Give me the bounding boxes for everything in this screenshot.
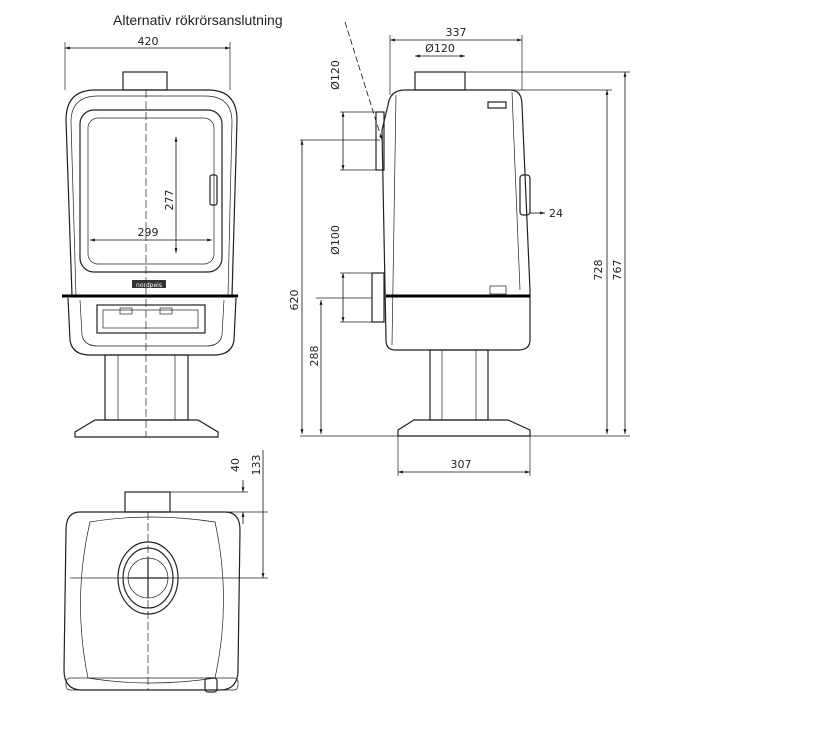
rear-flue-plate: [375, 111, 385, 171]
side-foot: [397, 419, 531, 437]
logo: [132, 280, 166, 288]
pedestal: [104, 354, 189, 421]
air-inlet: [371, 272, 385, 323]
alternative-flue-label: Alternativ rökrörsanslutning: [113, 12, 283, 28]
dim-front-width: 420: [138, 35, 159, 48]
stove-body: [65, 89, 238, 297]
side-body: [381, 89, 531, 351]
dim-door-height: 277: [163, 190, 176, 211]
side-view: 337 Ø120 728 767 620 288 Ø120 Ø100 24 30…: [288, 26, 630, 476]
foot-plate: [74, 419, 219, 438]
dim-air-inlet-diameter: Ø100: [329, 225, 342, 255]
dim-height-body: 728: [592, 260, 605, 281]
door-handle: [209, 174, 218, 206]
dim-foot-depth: 307: [451, 458, 472, 471]
flue-collar: [122, 71, 168, 91]
flue-collar-side: [414, 71, 466, 91]
ash-door: [96, 304, 206, 334]
dim-height-total: 767: [611, 260, 624, 281]
dim-flue-top-diameter: Ø120: [425, 42, 455, 55]
logo-text: nordpeis: [136, 282, 162, 289]
dim-flue-center-offset: 133: [250, 455, 263, 476]
dim-side-depth: 337: [446, 26, 467, 39]
front-view: nordpeis 420 277 299: [62, 35, 238, 438]
dim-base-height: 288: [308, 346, 321, 367]
flue-collar-top: [124, 491, 171, 513]
side-pedestal: [429, 349, 489, 421]
top-outline: [63, 511, 241, 691]
door: [79, 109, 223, 273]
dim-rear-flue-height: 620: [288, 290, 301, 311]
top-view: 40 133: [63, 450, 268, 693]
glass: [87, 117, 215, 265]
dim-handle-offset: 24: [549, 207, 563, 220]
top-handle: [204, 677, 218, 693]
side-handle: [519, 174, 531, 216]
dim-flue-offset: 40: [229, 458, 242, 472]
dim-flue-rear-diameter: Ø120: [329, 60, 342, 90]
lower-section: [67, 297, 237, 356]
dim-door-width: 299: [138, 226, 159, 239]
